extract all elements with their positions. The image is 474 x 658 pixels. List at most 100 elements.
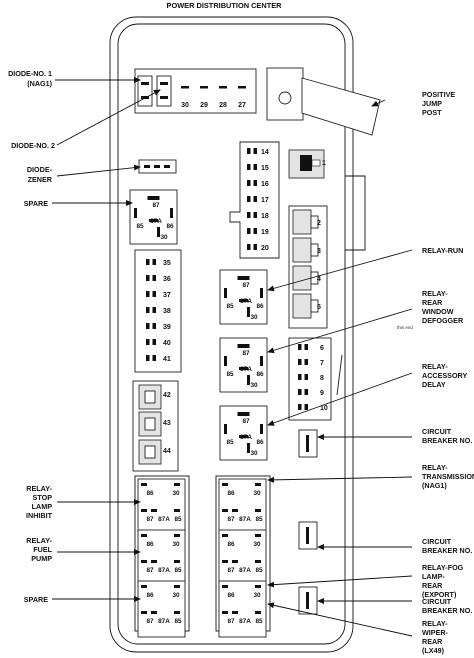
relay-pin-label: 87A [240, 434, 252, 441]
diode-no-2-slot [156, 75, 172, 107]
label-diode-no-1-sub: (NAG1) [27, 79, 52, 88]
relay-pin-label: 85 [255, 516, 263, 523]
relay-run: 87 85 87A 86 30 [219, 269, 268, 325]
label-spare-top: SPARE [24, 199, 48, 208]
label-relay-accessory-delay-line2: ACCESSORY [422, 371, 467, 380]
label-circuit-breaker-3: CIRCUIT [422, 597, 452, 606]
label-diode-no-1: DIODE-NO. 1 [8, 69, 52, 78]
fuse-6-label: 6 [320, 345, 324, 352]
pdc-housing-outer [109, 16, 354, 653]
relay-pin-label: 86 [256, 303, 264, 310]
this-end-pointer [336, 354, 343, 396]
label-relay-stop-lamp-line2: STOP [33, 493, 53, 502]
right-callouts: POSITIVE JUMP POST RELAY-RUN RELAY- REAR… [422, 90, 474, 655]
label-relay-transmission-line2: TRANSMISSION [422, 472, 474, 481]
relay-pin-label: 30 [172, 592, 180, 599]
relay-pin-label: 87A [158, 516, 170, 523]
relay-pin-label: 87 [227, 567, 235, 574]
relay-pin-label: 86 [227, 592, 235, 599]
label-relay-wiper-rear-line3: REAR [422, 637, 443, 646]
fuse-38-label: 38 [163, 308, 171, 315]
relay-pin-label: 87A [158, 567, 170, 574]
relay-pin-label: 87A [240, 298, 252, 305]
label-relay-run: RELAY-RUN [422, 246, 463, 255]
relay-pin-label: 85 [174, 618, 182, 625]
label-relay-stop-lamp-line3: LAMP [32, 502, 53, 511]
fuse-15-label: 15 [261, 165, 269, 172]
label-diode-zener: DIODE- [27, 165, 53, 174]
label-relay-defogger-line2: REAR [422, 298, 443, 307]
relay-pin-label: 30 [160, 234, 168, 241]
relay-pin-label: 85 [255, 618, 263, 625]
fuse-16-label: 16 [261, 181, 269, 188]
label-positive-jump-post-line3: POST [422, 108, 442, 117]
relay-rear-window-defogger: 87 85 87A 86 30 [219, 337, 268, 393]
fuse-19-label: 19 [261, 229, 269, 236]
fuse-41-label: 41 [163, 356, 171, 363]
relay-pin-label: 85 [226, 303, 234, 310]
housing-side-tab [345, 175, 366, 251]
relay-pin-label: 30 [172, 541, 180, 548]
relay-pin-label: 87A [240, 366, 252, 373]
relay-pin-label: 87A [150, 218, 162, 225]
label-relay-fuel-pump-line3: PUMP [31, 554, 52, 563]
fuse-4-label: 4 [317, 276, 321, 283]
relay-pin-label: 85 [255, 567, 263, 574]
fuse-27-label: 27 [238, 102, 246, 109]
fuse-37-label: 37 [163, 292, 171, 299]
jump-post-cover [301, 77, 381, 136]
label-relay-transmission-line3: (NAG1) [422, 481, 447, 490]
label-relay-defogger-line4: DEFOGGER [422, 316, 464, 325]
relay-pin-label: 87A [239, 618, 251, 625]
relay-pin-label: 87 [152, 202, 160, 209]
fuse-block-35-41 [134, 249, 182, 373]
fuse-7-label: 7 [320, 360, 324, 367]
fuse-42-label: 42 [163, 392, 171, 399]
relay-pin-label: 86 [256, 439, 264, 446]
relay-pin-label: 85 [174, 567, 182, 574]
label-relay-transmission: RELAY- [422, 463, 448, 472]
label-relay-fog-lamp-line4: (EXPORT) [422, 590, 457, 599]
fuse-block-6-10 [288, 337, 332, 421]
relay-pin-label: 30 [172, 490, 180, 497]
relay-pin-label: 87A [158, 618, 170, 625]
fuse-43-label: 43 [163, 420, 171, 427]
fuse-9-label: 9 [320, 390, 324, 397]
relay-pin-label: 87 [227, 618, 235, 625]
pdc-housing-inner [117, 23, 346, 645]
fuse-17-label: 17 [261, 197, 269, 204]
fuse-2-label: 2 [317, 220, 321, 227]
label-relay-fog-lamp-line3: REAR [422, 581, 443, 590]
relay-pin-label: 85 [226, 371, 234, 378]
top-fuse-slots [181, 86, 246, 89]
label-circuit-breaker-2-line2: BREAKER NO. 2 [422, 546, 474, 555]
label-relay-defogger-line3: WINDOW [422, 307, 454, 316]
relay-accessory-delay: 87 85 87A 86 30 [219, 405, 268, 461]
relay-pin-label: 30 [253, 541, 261, 548]
this-end-note: this end [397, 325, 413, 330]
label-positive-jump-post-line2: JUMP [422, 99, 442, 108]
label-relay-stop-lamp: RELAY- [26, 484, 52, 493]
relay-pin-label: 87 [146, 618, 154, 625]
relay-pin-label: 86 [146, 592, 154, 599]
fuse-10-label: 10 [320, 405, 328, 412]
relay-spare-bottom: 86 30 87 87A 85 [137, 580, 186, 638]
fuse-3-label: 3 [317, 248, 321, 255]
jump-post-stud [278, 91, 292, 105]
fuse-28-label: 28 [219, 102, 227, 109]
relay-pin-label: 86 [227, 541, 235, 548]
fuse-29-label: 29 [200, 102, 208, 109]
fuse-40-label: 40 [163, 340, 171, 347]
label-relay-stop-lamp-line4: INHIBIT [26, 511, 53, 520]
relay-pin-label: 30 [253, 490, 261, 497]
relay-pin-label: 87 [242, 418, 250, 425]
relay-pin-label: 87A [239, 516, 251, 523]
relay-pin-label: 86 [227, 490, 235, 497]
label-circuit-breaker-1: CIRCUIT [422, 427, 452, 436]
label-circuit-breaker-1-line2: BREAKER NO. 1 [422, 436, 474, 445]
fuse-5-label: 5 [317, 304, 321, 311]
